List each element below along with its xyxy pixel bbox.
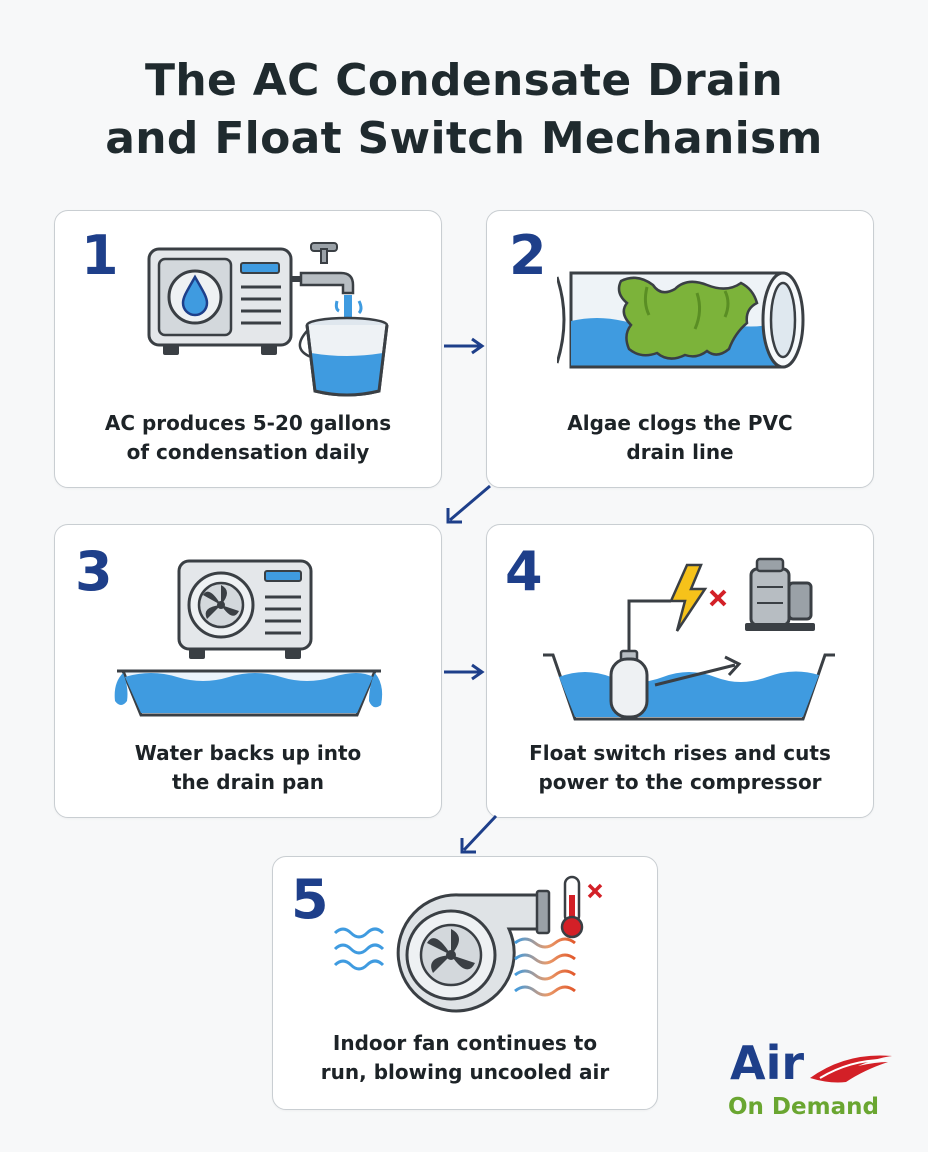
step-card-4: 4 Float switch rises and cuts power to t… <box>486 524 874 818</box>
step-2-caption-line-1: Algae clogs the PVC <box>567 411 793 435</box>
arrow-right-icon <box>444 663 485 681</box>
step-5-caption-line-2: run, blowing uncooled air <box>320 1060 610 1084</box>
step-caption-5: Indoor fan continues to run, blowing unc… <box>273 1029 657 1087</box>
ac-unit-with-faucet-and-bucket-icon <box>147 242 389 397</box>
logo-swoosh-icon <box>810 1055 892 1083</box>
step-1-caption-line-2: of condensation daily <box>126 440 370 464</box>
step-caption-3: Water backs up into the drain pan <box>55 739 441 797</box>
logo-text-on-demand: On Demand <box>728 1094 879 1120</box>
step-2-caption-line-2: drain line <box>626 440 734 464</box>
blower-fan-warm-air-icon <box>333 875 603 1013</box>
arrow-right-icon <box>444 337 485 355</box>
step-caption-1: AC produces 5-20 gallons of condensation… <box>55 409 441 467</box>
step-caption-2: Algae clogs the PVC drain line <box>487 409 873 467</box>
arrow-diagonal-down-left-icon <box>460 814 498 854</box>
step-number-5: 5 <box>291 868 329 931</box>
step-1-caption-line-1: AC produces 5-20 gallons <box>104 411 392 435</box>
title-line-2: and Float Switch Mechanism <box>105 113 823 164</box>
step-3-caption-line-1: Water backs up into <box>134 741 362 765</box>
step-4-caption-line-1: Float switch rises and cuts <box>529 741 831 765</box>
step-3-caption-line-2: the drain pan <box>171 770 325 794</box>
logo-text-air: Air <box>730 1036 805 1090</box>
step-5-caption-line-1: Indoor fan continues to <box>332 1031 598 1055</box>
float-switch-cutting-power-icon <box>543 557 835 721</box>
step-card-3: 3 Water backs up into the drain pan <box>54 524 442 818</box>
step-number-3: 3 <box>75 540 113 603</box>
step-card-5: 5 Indoor fan continue <box>272 856 658 1110</box>
overflowing-drain-pan-icon <box>114 559 383 717</box>
step-card-2: 2 Algae clogs the PVC drain line <box>486 210 874 488</box>
step-card-1: 1 AC produces 5-20 gallons of condensati… <box>54 210 442 488</box>
title-line-1: The AC Condensate Drain <box>145 55 783 106</box>
step-number-2: 2 <box>509 224 547 287</box>
step-4-caption-line-2: power to the compressor <box>538 770 822 794</box>
step-caption-4: Float switch rises and cuts power to the… <box>487 739 873 797</box>
step-number-1: 1 <box>81 224 119 287</box>
clogged-pipe-icon <box>557 271 805 369</box>
step-number-4: 4 <box>505 540 543 603</box>
arrow-diagonal-down-left-icon <box>446 484 491 524</box>
brand-logo: Air On Demand <box>722 1040 902 1130</box>
page-title: The AC Condensate Drain and Float Switch… <box>0 52 928 168</box>
